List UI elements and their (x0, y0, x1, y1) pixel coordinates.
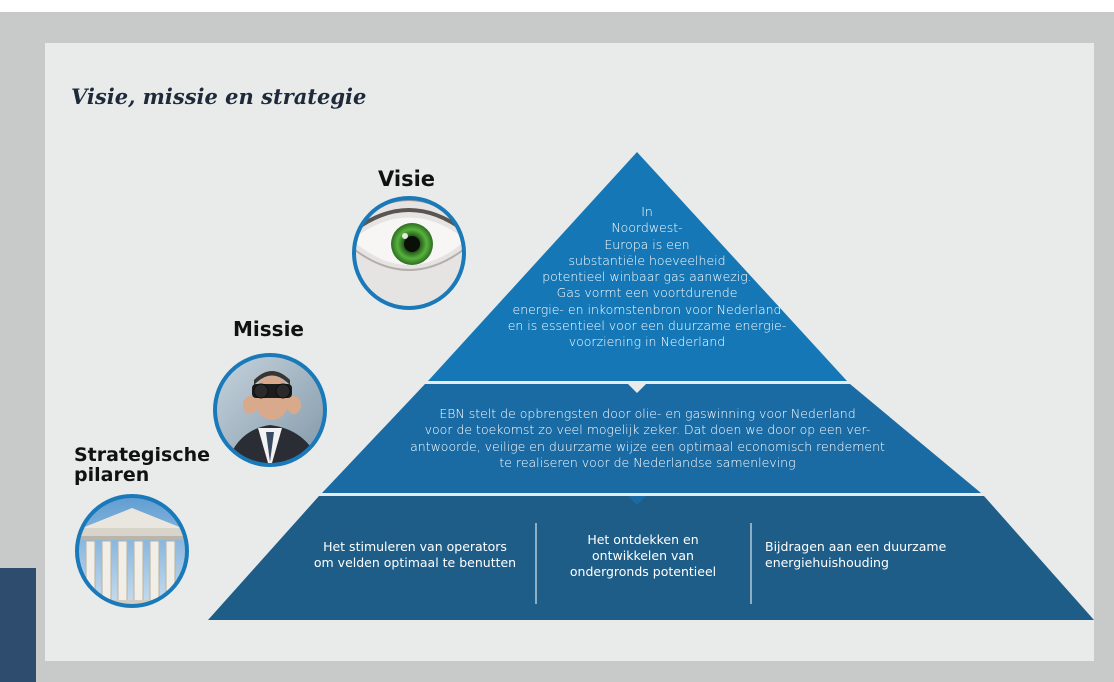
mission-line: EBN stelt de opbrengsten door olie- en g… (439, 406, 856, 421)
vision-line: energie- en inkomstenbron voor Nederland (512, 301, 782, 317)
tier-arrow-1 (628, 384, 646, 393)
vision-line: en is essentieel voor een duurzame energ… (507, 318, 787, 334)
vision-line: Europa is een (604, 236, 690, 252)
vision-line: potentieel winbaar gas aanwezig. (542, 269, 752, 285)
mission-line: antwoorde, veilige en duurzame wijze een… (410, 438, 885, 454)
tier-arrow-2 (628, 496, 646, 505)
binoculars-circle-border (213, 353, 327, 467)
pillar-operators: Het stimuleren van operators om velden o… (300, 539, 530, 571)
pillars-circle-border (75, 494, 189, 608)
pyramid-middle-tier (322, 384, 981, 493)
vision-line: Noordwest- (611, 220, 683, 236)
label-strat-line1: Strategische (74, 444, 211, 466)
pillar-line: ontwikkelen van (592, 548, 694, 563)
pillars-image (77, 496, 187, 606)
pillar-line: Het stimuleren van operators (323, 539, 507, 554)
mission-line: voor de toekomst zo veel mogelijk zeker.… (424, 422, 871, 438)
pillar-line: ondergronds potentieel (569, 564, 717, 579)
left-accent-bar (0, 568, 36, 682)
pillar-duurzaam: Bijdragen aan een duurzame energiehuisho… (765, 539, 975, 571)
vision-line: voorziening in Nederland (568, 334, 726, 350)
pillar-ontdekken: Het ontdekken en ontwikkelen van ondergr… (548, 532, 738, 580)
vision-line: substantiële hoeveelheid (568, 252, 726, 268)
eye-image (354, 198, 464, 308)
eye-circle-border (352, 196, 466, 310)
pillar-line: Bijdragen aan een duurzame (765, 539, 947, 554)
pillar-line: om velden optimaal te benutten (313, 555, 517, 570)
label-visie: Visie (378, 167, 436, 191)
pyramid-bottom-tier (208, 496, 1094, 620)
pyramid-top-tier (428, 152, 847, 381)
pillar-line: energiehuishouding (765, 555, 889, 570)
mission-text: EBN stelt de opbrengsten door olie- en g… (395, 406, 900, 471)
page-title: Visie, missie en strategie (71, 84, 367, 109)
label-strat-line2: pilaren (74, 464, 150, 486)
label-strategische-pilaren: Strategische pilaren (74, 445, 234, 485)
pillar-line: Het ontdekken en (587, 532, 699, 547)
label-missie: Missie (233, 317, 304, 341)
vision-line: In (641, 204, 653, 219)
mission-line: te realiseren voor de Nederlandse samenl… (499, 454, 796, 470)
vision-text: In Noordwest- Europa is een substantiële… (482, 204, 812, 351)
vision-line: Gas vormt een voortdurende (556, 285, 738, 301)
